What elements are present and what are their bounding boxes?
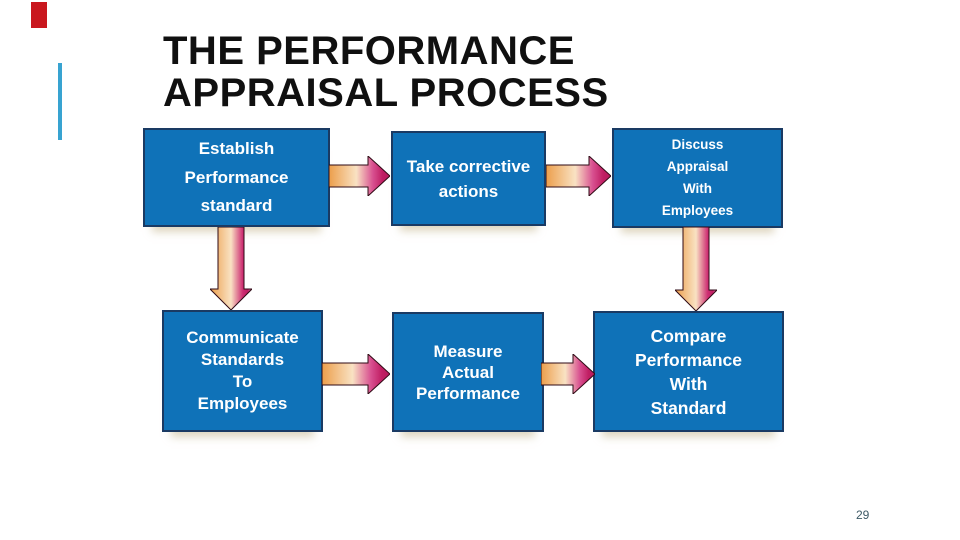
arrow-establish-to-take-corrective-icon (329, 156, 390, 196)
flow-box-line: Performance (635, 349, 742, 370)
flow-box-discuss-appraisal-with-employees: Discuss Appraisal With Employees (612, 128, 783, 228)
flow-box-line: Performance (416, 383, 520, 403)
flow-box-line: Employees (661, 203, 734, 218)
flow-box-line: Discuss (671, 137, 724, 152)
flow-box-line: Appraisal (666, 159, 729, 174)
arrow-establish-to-communicate-icon (210, 227, 252, 310)
flow-box-line: With (669, 373, 708, 394)
flow-box-line: Standard (650, 397, 727, 418)
flow-box-line: actions (438, 181, 499, 201)
flow-box-line: Standards (200, 350, 285, 369)
flow-box-compare-performance-with-standard: Compare Performance With Standard (593, 311, 784, 432)
slide-title-line2: APPRAISAL PROCESS (163, 71, 609, 115)
flow-box-line: standard (200, 196, 273, 216)
slide-title-line1: THE PERFORMANCE (163, 29, 575, 73)
flow-box-line: Measure (433, 341, 503, 361)
vertical-accent-bar (58, 63, 62, 140)
flow-box-establish-performance-standard: Establish Performance standard (143, 128, 330, 227)
flow-box-communicate-standards-to-employees: Communicate Standards To Employees (162, 310, 323, 432)
arrow-take-corrective-to-discuss-icon (546, 156, 611, 196)
flow-box-line: Establish (198, 138, 275, 158)
flow-box-line: With (682, 181, 713, 196)
arrow-measure-to-compare-icon (541, 354, 595, 394)
flow-box-line: Employees (197, 394, 288, 413)
flow-box-line: Compare (650, 325, 727, 346)
flow-box-line: Communicate (186, 328, 299, 347)
flow-box-measure-actual-performance: Measure Actual Performance (392, 312, 544, 432)
flow-box-line: Performance (184, 167, 289, 187)
arrow-discuss-to-compare-icon (675, 227, 717, 311)
arrow-communicate-to-measure-icon (322, 354, 390, 394)
flow-box-line: Take corrective (406, 156, 531, 176)
slide-title: THE PERFORMANCE APPRAISAL PROCESS (163, 30, 609, 114)
red-accent-mark (31, 2, 47, 28)
page-number: 29 (856, 508, 870, 522)
flow-box-take-corrective-actions: Take corrective actions (391, 131, 546, 226)
flow-box-line: To (232, 372, 253, 391)
flow-box-line: Actual (442, 362, 494, 382)
